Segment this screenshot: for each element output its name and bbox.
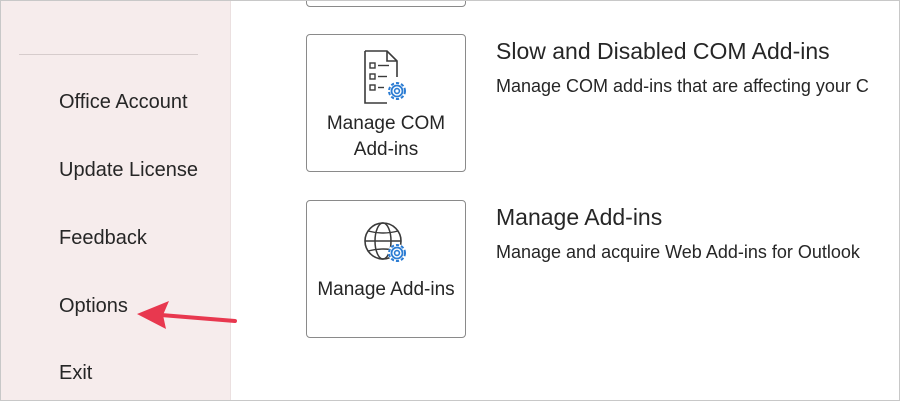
globe-gear-icon <box>364 222 406 262</box>
annotation-arrow-icon <box>137 301 237 329</box>
checklist-gear-icon <box>364 50 406 104</box>
sidebar-item-office-account[interactable]: Office Account <box>59 91 188 113</box>
manage-add-ins-button[interactable]: Manage Add-ins <box>306 200 466 338</box>
sidebar-item-feedback[interactable]: Feedback <box>59 227 147 249</box>
section-description-manage-add-ins: Manage and acquire Web Add-ins for Outlo… <box>496 242 860 262</box>
manage-com-add-ins-button[interactable]: Manage COM Add-ins <box>306 34 466 172</box>
section-title-manage-add-ins: Manage Add-ins <box>496 204 663 230</box>
section-title-com-add-ins: Slow and Disabled COM Add-ins <box>496 38 830 64</box>
section-description-com-add-ins: Manage COM add-ins that are affecting yo… <box>496 76 869 96</box>
sidebar-divider <box>19 54 198 55</box>
manage-add-ins-label: Manage Add-ins <box>317 279 455 300</box>
sidebar-item-update-license[interactable]: Update License <box>59 159 198 181</box>
sidebar-item-options[interactable]: Options <box>59 295 128 317</box>
sidebar-item-exit[interactable]: Exit <box>59 362 93 384</box>
backstage-sidebar: Office Account Update License Feedback O… <box>1 1 231 400</box>
add-ins-pane: Manage COM Add-ins Slow and Disabled COM… <box>231 1 899 400</box>
manage-com-add-ins-label: Manage COM Add-ins <box>326 113 446 160</box>
previous-section-button[interactable] <box>306 1 466 7</box>
